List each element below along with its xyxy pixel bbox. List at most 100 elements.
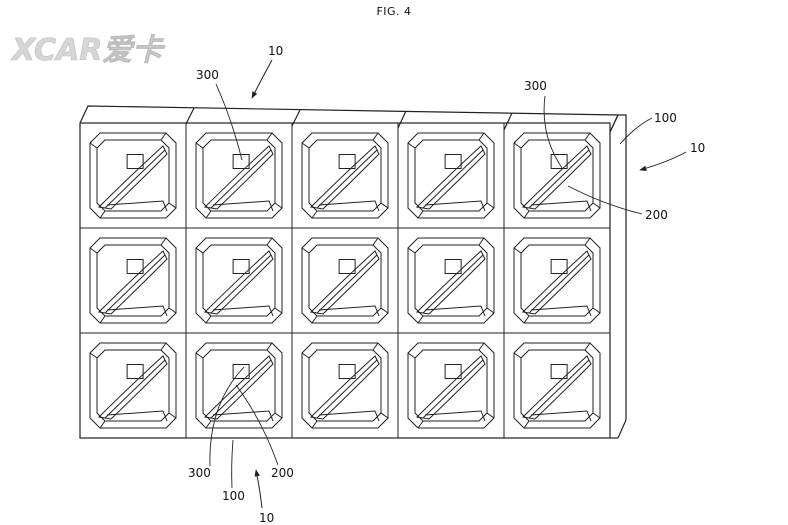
label-frame-bottom: 100 (222, 489, 245, 503)
panel-center-line (422, 254, 484, 314)
leader-panel-right (567, 185, 643, 215)
sensor-square (126, 259, 144, 274)
module-cell (503, 122, 611, 229)
leader-sensor-top-left (215, 83, 243, 161)
bottom-ledge (106, 410, 168, 422)
corner-line (274, 307, 283, 314)
corner-line (372, 237, 379, 246)
sensor-square (550, 154, 568, 169)
panel-center-line (104, 254, 166, 314)
inclined-panel (203, 355, 274, 420)
arrow-assembly-top (251, 59, 273, 99)
corner-line (160, 342, 167, 351)
sensor-square (126, 364, 144, 379)
cell-outer-opening (301, 132, 389, 219)
cell-inner-opening (96, 139, 170, 212)
inclined-panel (309, 250, 380, 315)
frame-top-face (79, 105, 619, 133)
sensor-square (338, 364, 356, 379)
cell-inner-opening (414, 244, 488, 317)
inclined-panel (415, 250, 486, 315)
cell-border (503, 332, 611, 439)
corner-line (205, 210, 212, 219)
corner-line (266, 342, 273, 351)
cell-border (185, 227, 293, 334)
cell-inner-opening (308, 244, 382, 317)
cell-border (185, 332, 293, 439)
corner-line (89, 352, 98, 359)
corner-line (592, 412, 601, 419)
inclined-panel (97, 355, 168, 420)
cell-outer-opening (513, 342, 601, 429)
label-panel-bottom: 200 (271, 466, 294, 480)
bottom-ledge (212, 305, 274, 317)
module-cells (79, 122, 611, 439)
corner-line (160, 132, 167, 141)
cell-inner-opening (520, 349, 594, 422)
label-panel-right: 200 (645, 208, 668, 222)
cell-outer-opening (301, 342, 389, 429)
bottom-ledge (424, 200, 486, 212)
bottom-ledge (106, 305, 168, 317)
inclined-panel (97, 250, 168, 315)
panel-center-line (316, 359, 378, 419)
corner-line (407, 142, 416, 149)
cell-border (79, 122, 187, 229)
label-assembly-right: 10 (690, 141, 705, 155)
cell-inner-opening (202, 244, 276, 317)
leader-panel-bottom (235, 384, 279, 466)
cell-border (397, 122, 505, 229)
cell-inner-opening (520, 244, 594, 317)
corner-line (89, 142, 98, 149)
bottom-ledge (530, 410, 592, 422)
sensor-square (232, 259, 250, 274)
cell-outer-opening (195, 132, 283, 219)
cell-border (503, 227, 611, 334)
bottom-ledge (530, 200, 592, 212)
corner-line (513, 247, 522, 254)
module-cell (185, 122, 293, 229)
label-assembly-bottom: 10 (259, 511, 274, 525)
label-sensor-top-right: 300 (524, 79, 547, 93)
inclined-panel (521, 145, 592, 210)
corner-line (417, 315, 424, 324)
corner-line (195, 247, 204, 254)
corner-line (195, 352, 204, 359)
cell-inner-opening (202, 139, 276, 212)
label-sensor-bottom: 300 (188, 466, 211, 480)
corner-line (417, 420, 424, 429)
sensor-square (550, 259, 568, 274)
label-frame-right: 100 (654, 111, 677, 125)
cell-outer-opening (513, 237, 601, 324)
sensor-square (550, 364, 568, 379)
corner-line (380, 202, 389, 209)
bottom-ledge (318, 305, 380, 317)
panel-center-line (528, 149, 590, 209)
cell-outer-opening (195, 237, 283, 324)
inclined-panel (203, 145, 274, 210)
corner-line (301, 247, 310, 254)
corner-line (486, 412, 495, 419)
corner-line (523, 315, 530, 324)
figure-title: FIG. 4 (376, 5, 412, 18)
cell-outer-opening (89, 237, 177, 324)
leader-sensor-bottom (209, 366, 245, 467)
corner-line (486, 202, 495, 209)
arrow-assembly-bottom (254, 469, 263, 509)
inclined-panel (521, 355, 592, 420)
sensor-square (232, 364, 250, 379)
inclined-panel (415, 145, 486, 210)
cell-outer-opening (195, 342, 283, 429)
cell-border (291, 122, 399, 229)
arrow-assembly-right (639, 151, 687, 171)
bottom-ledge (318, 410, 380, 422)
cell-border (79, 227, 187, 334)
corner-line (195, 142, 204, 149)
corner-line (168, 202, 177, 209)
panel-center-line (422, 149, 484, 209)
cell-inner-opening (202, 349, 276, 422)
sensor-square (338, 259, 356, 274)
corner-line (584, 237, 591, 246)
corner-line (205, 315, 212, 324)
